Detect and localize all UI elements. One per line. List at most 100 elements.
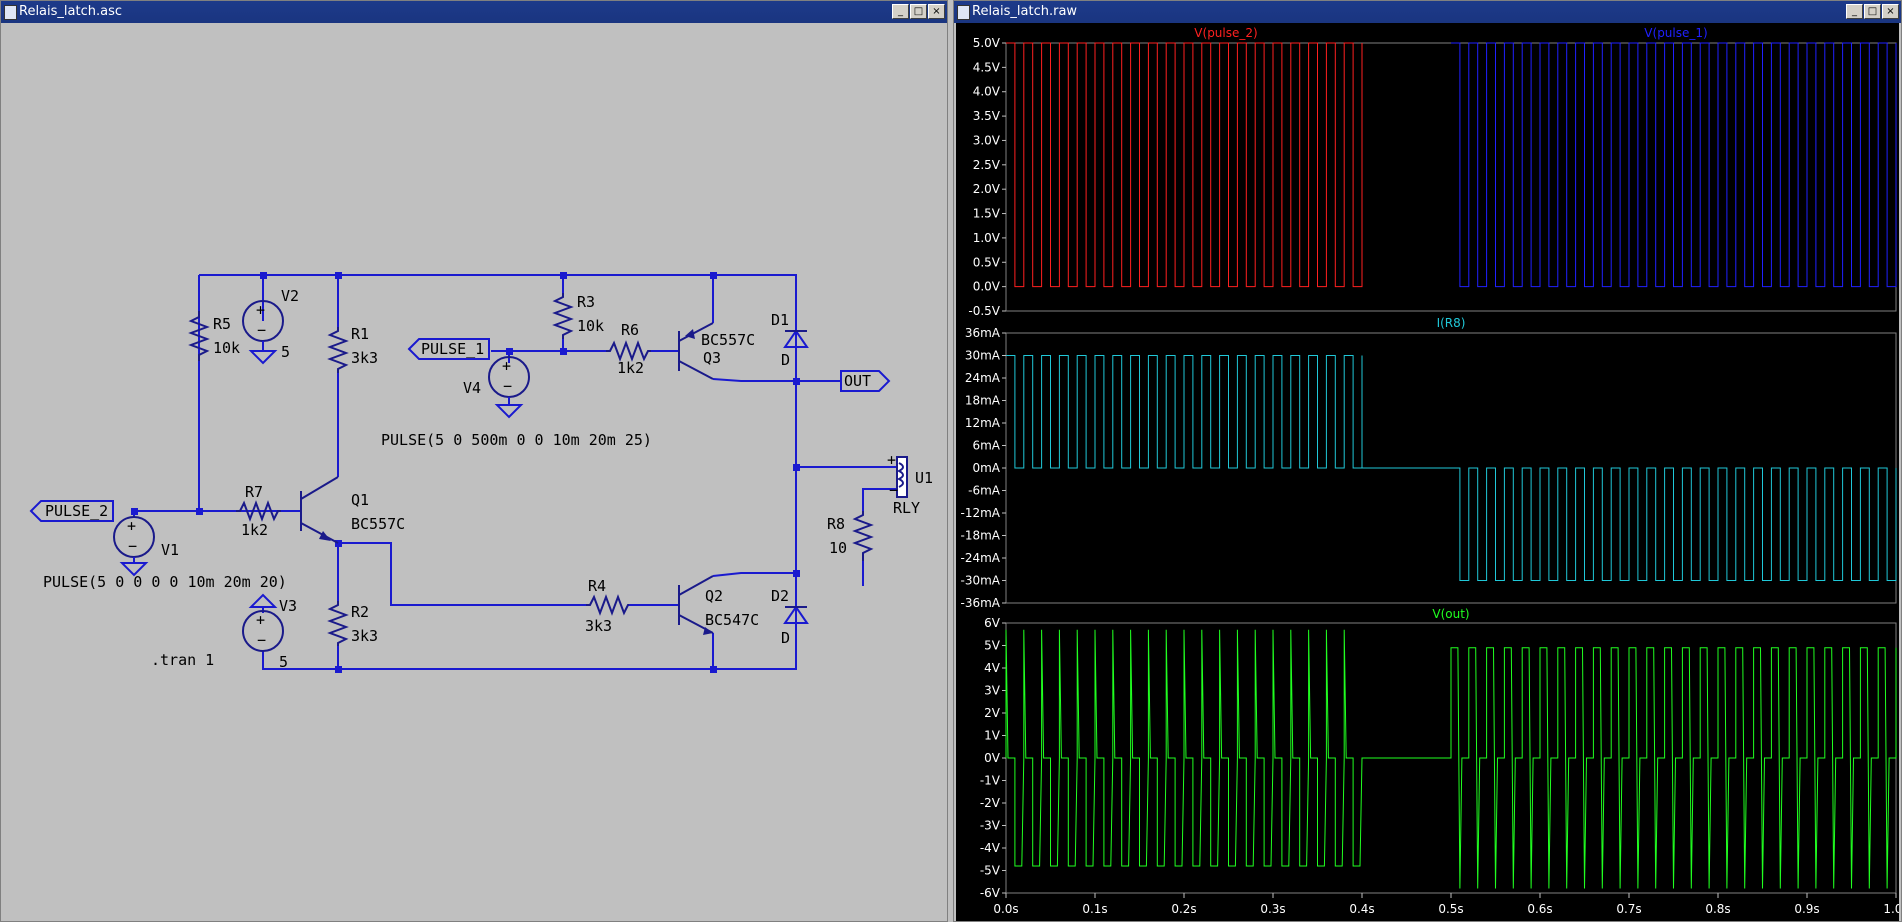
svg-text:PULSE_1: PULSE_1 (421, 340, 484, 358)
schematic-window-title: Relais_latch.asc (19, 4, 122, 19)
y-tick-label: 6mA (972, 439, 1000, 453)
y-tick-label: 0mA (972, 461, 1000, 475)
x-tick-label: 0.1s (1082, 902, 1107, 916)
y-tick-label: 0.0V (973, 280, 1001, 294)
voltage-source-v1[interactable]: + − (113, 511, 155, 577)
svg-text:BC557C: BC557C (701, 331, 755, 349)
resistor-r7[interactable] (236, 500, 281, 522)
y-tick-label: 4.5V (973, 60, 1001, 74)
y-tick-label: -18mA (961, 529, 1001, 543)
transistor-q2[interactable] (678, 575, 714, 635)
trace-pulse2 (1006, 42, 1363, 288)
x-tick-label: 0.9s (1794, 902, 1819, 916)
svg-text:OUT: OUT (844, 372, 871, 390)
trace-label-ir8[interactable]: I(R8) (1437, 316, 1466, 330)
diode-d2[interactable] (783, 605, 809, 624)
y-tick-label: 2.5V (973, 158, 1001, 172)
svg-text:−: − (257, 631, 266, 649)
y-tick-label: -12mA (961, 506, 1001, 520)
svg-text:Q3: Q3 (703, 349, 721, 367)
y-tick-label: 3.5V (973, 109, 1001, 123)
svg-text:PULSE(5 0 500m 0 0 10m 20m 25): PULSE(5 0 500m 0 0 10m 20m 25) (381, 431, 652, 449)
svg-text:U1: U1 (915, 469, 933, 487)
transistor-q1[interactable] (300, 476, 339, 544)
svg-text:−: − (128, 537, 137, 555)
plot-pane1[interactable]: 5.0V4.5V4.0V3.5V3.0V2.5V2.0V1.5V1.0V0.5V… (968, 36, 1897, 318)
waveform-plot-area[interactable]: 5.0V4.5V4.0V3.5V3.0V2.5V2.0V1.5V1.0V0.5V… (956, 23, 1899, 921)
resistor-r3[interactable] (552, 293, 574, 339)
y-tick-label: -6V (980, 886, 1001, 900)
svg-text:BC557C: BC557C (351, 515, 405, 533)
svg-text:PULSE(5 0 0 0 0 10m 20m 20): PULSE(5 0 0 0 0 10m 20m 20) (43, 573, 287, 591)
resistor-r2[interactable] (327, 601, 349, 646)
close-button[interactable]: × (928, 4, 945, 19)
voltage-source-v3[interactable]: + − (242, 593, 284, 652)
resistor-r6[interactable] (606, 340, 651, 362)
resistor-r5[interactable] (188, 311, 210, 361)
y-tick-label: 0.5V (973, 255, 1001, 269)
svg-text:PULSE_2: PULSE_2 (45, 502, 108, 520)
resistor-r1[interactable] (327, 327, 349, 373)
svg-text:1k2: 1k2 (617, 359, 644, 377)
transistor-q3[interactable] (678, 322, 714, 380)
svg-text:−: − (889, 481, 898, 499)
trace-label-vout[interactable]: V(out) (1432, 607, 1469, 621)
svg-text:R8: R8 (827, 515, 845, 533)
y-tick-label: -36mA (961, 596, 1001, 610)
minimize-button[interactable]: _ (892, 4, 909, 19)
schematic-app-icon (4, 5, 17, 20)
y-tick-label: 36mA (965, 326, 1001, 340)
resistor-r8[interactable] (852, 511, 874, 561)
svg-text:+: + (256, 611, 265, 629)
y-tick-label: -30mA (961, 574, 1001, 588)
trace-vout (1005, 629, 1897, 889)
resistor-r4[interactable] (586, 594, 629, 616)
y-tick-label: -6mA (968, 484, 1001, 498)
svg-text:R1: R1 (351, 325, 369, 343)
y-tick-label: -2V (980, 796, 1001, 810)
net-label-pulse1[interactable]: PULSE_1 (407, 338, 490, 360)
y-tick-label: 3V (984, 684, 1001, 698)
x-tick-label: 0.6s (1527, 902, 1552, 916)
y-tick-label: -0.5V (968, 304, 1000, 318)
y-tick-label: 1.5V (973, 207, 1001, 221)
x-tick-label: 0.7s (1616, 902, 1641, 916)
waveform-titlebar[interactable]: Relais_latch.raw _ □ × (954, 1, 1901, 23)
voltage-source-v2[interactable]: + − (242, 300, 284, 365)
svg-text:V2: V2 (281, 287, 299, 305)
trace-pulse1 (1451, 42, 1897, 288)
svg-text:10k: 10k (213, 339, 240, 357)
svg-text:V3: V3 (279, 597, 297, 615)
svg-text:5: 5 (281, 343, 290, 361)
net-label-pulse2[interactable]: PULSE_2 (29, 500, 114, 522)
svg-text:D: D (781, 629, 790, 647)
x-tick-label: 0.8s (1705, 902, 1730, 916)
minimize-button[interactable]: _ (1846, 4, 1863, 19)
y-tick-label: 1.0V (973, 231, 1001, 245)
plot-pane2[interactable]: 36mA30mA24mA18mA12mA6mA0mA-6mA-12mA-18mA… (961, 326, 1897, 610)
diode-d1[interactable] (783, 275, 809, 348)
maximize-button[interactable]: □ (910, 4, 927, 19)
svg-text:R4: R4 (588, 577, 606, 595)
svg-text:+: + (502, 357, 511, 375)
y-tick-label: -4V (980, 841, 1001, 855)
maximize-button[interactable]: □ (1864, 4, 1881, 19)
schematic-canvas[interactable]: + − + − + − + − (1, 23, 947, 921)
voltage-source-v4[interactable]: + − (488, 356, 530, 419)
svg-text:R6: R6 (621, 321, 639, 339)
schematic-titlebar[interactable]: Relais_latch.asc _ □ × (1, 1, 947, 23)
y-tick-label: 4V (984, 661, 1001, 675)
svg-text:.tran 1: .tran 1 (151, 651, 214, 669)
waveform-window-title: Relais_latch.raw (972, 4, 1078, 19)
svg-text:3k3: 3k3 (585, 617, 612, 635)
net-label-out[interactable]: OUT (840, 370, 891, 392)
svg-text:D2: D2 (771, 587, 789, 605)
relay-u1[interactable]: + − (887, 451, 908, 499)
y-tick-label: 30mA (965, 349, 1001, 363)
svg-text:V1: V1 (161, 541, 179, 559)
svg-text:+: + (256, 301, 265, 319)
svg-text:+: + (127, 517, 136, 535)
trace-label-pulse2[interactable]: V(pulse_2) (1194, 26, 1257, 40)
close-button[interactable]: × (1882, 4, 1899, 19)
trace-label-pulse1[interactable]: V(pulse_1) (1644, 26, 1707, 40)
